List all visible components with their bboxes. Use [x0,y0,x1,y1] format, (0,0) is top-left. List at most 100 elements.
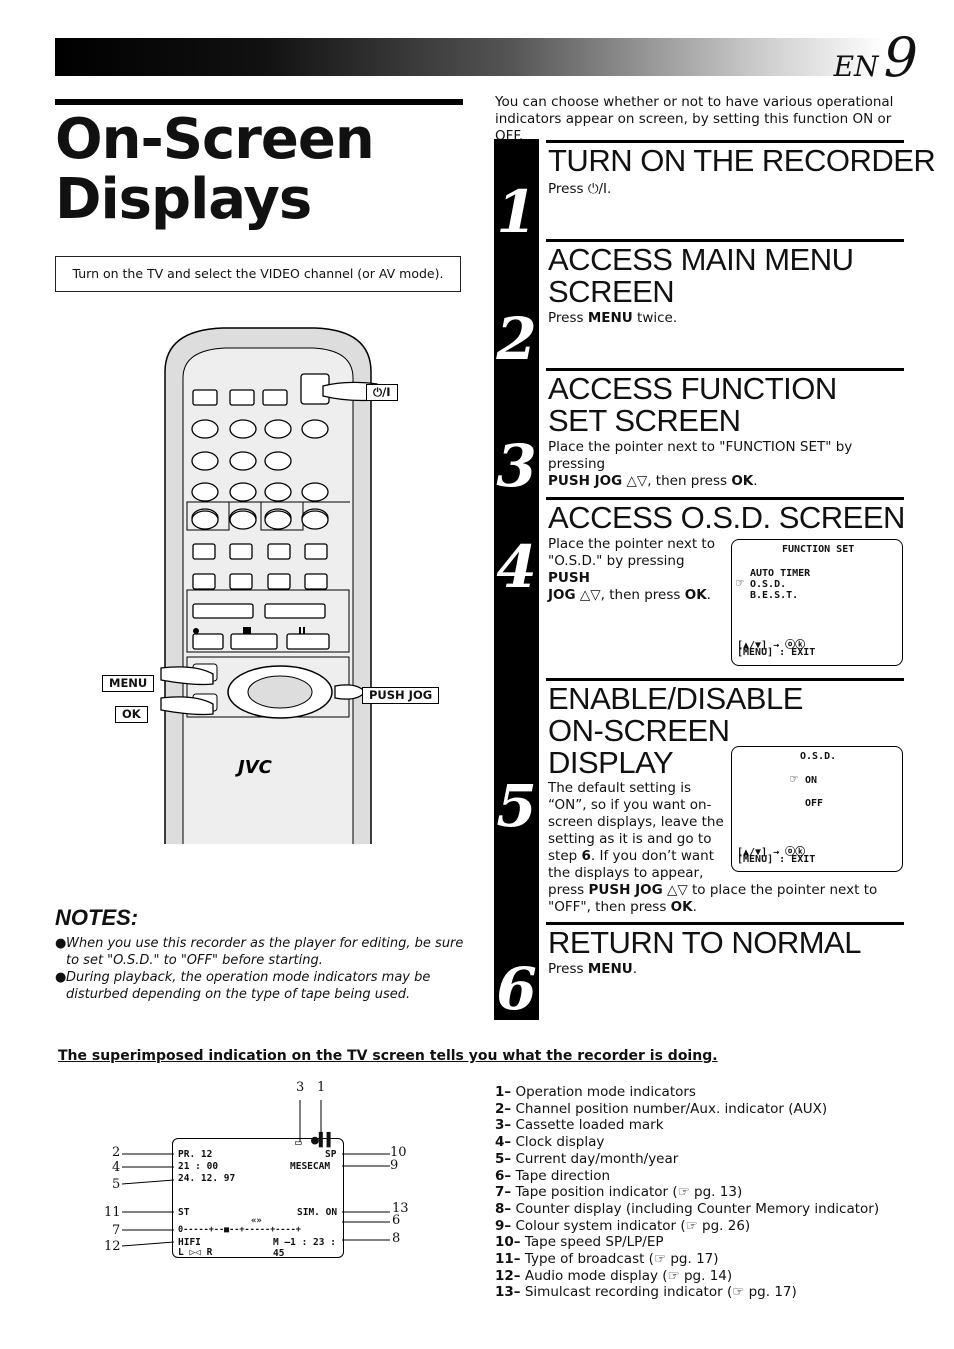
legend-number: 11– [495,1251,521,1268]
remote-pushjog-label: PUSH JOG [362,687,440,704]
tv-date: 24. 12. 97 [178,1173,236,1184]
legend-text: Operation mode indicators [515,1084,696,1100]
osd-osd-nav: [▲/▼] → ⓞⓚ [737,847,806,858]
tv-hifi: HIFI [178,1237,201,1248]
legend-item: 7– Tape position indicator (☞ pg. 13) [495,1184,925,1201]
note-item-1: ●When you use this recorder as the playe… [55,936,464,968]
step-5-heading-line-1: Enable/Disable [548,681,803,716]
step-3-number: 3 [496,432,537,500]
tv-speed: SP [325,1149,337,1160]
callout-12: 12 [104,1239,121,1254]
legend-item: 12– Audio mode display (☞ pg. 14) [495,1268,925,1285]
tv-tape-position: 0-----+--■--+-----+----+ [178,1225,301,1235]
step-4-heading: Access O.S.D. screen [548,500,905,535]
page-title: On-Screen Displays [55,107,375,232]
legend-text: Current day/month/year [515,1150,679,1167]
legend-text: Simulcast recording indicator (☞ pg. 17) [524,1284,797,1301]
step-4-text: Place the pointer next to"O.S.D." by pre… [548,536,715,603]
callout-6: 6 [392,1213,401,1228]
intro-box: Turn on the TV and select the VIDEO chan… [55,256,461,292]
step-number-bar [494,139,539,1020]
superimposed-heading: The superimposed indication on the TV sc… [58,1048,718,1064]
legend-text: Tape direction [515,1167,611,1184]
legend-item: 11– Type of broadcast (☞ pg. 17) [495,1251,925,1268]
title-line-1: On-Screen [55,107,375,172]
legend-item: 8– Counter display (including Counter Me… [495,1201,925,1218]
language-code: EN [833,50,879,83]
legend-text: Tape speed SP/LP/EP [524,1234,664,1251]
osd-function-set-screen: FUNCTION SET AUTO TIMER ☞ O.S.D. B.E.S.T… [731,539,903,666]
remote-brand: JVC [235,757,273,778]
osd-osd-exit: [MENU] : EXIT [737,854,816,865]
callout-13: 13 [392,1201,409,1216]
step-2-number: 2 [496,305,537,373]
osd-osd-title: O.S.D. [800,751,837,762]
legend-text: Tape position indicator (☞ pg. 13) [515,1184,743,1201]
title-line-2: Displays [55,167,312,232]
legend-text: Audio mode display (☞ pg. 14) [524,1267,733,1284]
osd-fs-item-3: B.E.S.T. [750,590,799,601]
step-6-number: 6 [496,955,537,1023]
osd-osd-off: OFF [805,798,824,809]
legend-number: 5– [495,1150,512,1167]
step-2-text: Press MENU twice. [548,310,678,326]
tv-simulcast: SIM. ON [297,1207,338,1218]
osd-fs-exit: [MENU] : EXIT [737,647,816,658]
tape-direction-icon: «» [251,1216,262,1226]
step-5-heading-line-3: Display [548,745,674,780]
callout-7: 7 [112,1223,121,1238]
callout-5: 5 [112,1177,121,1192]
legend-text: Type of broadcast (☞ pg. 17) [524,1251,719,1268]
remote-menu-label: MENU [102,675,155,692]
legend-number: 6– [495,1167,512,1184]
legend-item: 2– Channel position number/Aux. indicato… [495,1101,925,1118]
note-item-2: ●During playback, the operation mode ind… [55,969,465,1003]
legend-number: 13– [495,1284,521,1301]
header-gradient-bar [55,38,885,76]
tv-audio-lr: L ▷◁ R [178,1247,213,1258]
legend-item: 4– Clock display [495,1134,925,1151]
step-3-heading: Access Function Set screen [548,371,837,438]
cassette-icon: ▭ [295,1136,302,1149]
step-2-heading: Access Main Menu screen [548,242,854,309]
tv-screen-diagram: PR. 12 21 : 00 24. 12. 97 ▭ ●▌▌ SP MESEC… [172,1133,344,1259]
page-number: EN 9 [834,26,918,89]
legend-text: Colour system indicator (☞ pg. 26) [515,1217,751,1234]
step-5-heading-line-2: On-Screen [548,713,730,748]
osd-osd-on: ON [805,775,818,786]
legend-item: 3– Cassette loaded mark [495,1117,925,1134]
step-1-heading: Turn on the recorder [548,143,936,178]
callout-2: 2 [112,1145,121,1160]
legend-number: 8– [495,1200,512,1217]
legend-text: Clock display [515,1134,605,1151]
callout-4: 4 [112,1160,121,1175]
legend-number: 12– [495,1267,521,1284]
legend-number: 4– [495,1134,512,1151]
osd-osd-screen: O.S.D. ☞ ON OFF [▲/▼] → ⓞⓚ [MENU] : EXIT [731,746,903,872]
step-3-text: Place the pointer next to "FUNCTION SET"… [548,439,853,489]
tv-broadcast-type: ST [178,1207,190,1218]
remote-power-label: ⏻/I [366,384,398,401]
tv-counter: M –1 : 23 : 45 [273,1237,336,1259]
intro-text: You can choose whether or not to have va… [495,94,894,144]
legend-item: 6– Tape direction [495,1168,925,1185]
note-text-2: During playback, the operation mode indi… [66,970,431,1002]
step-4-number: 4 [496,533,537,601]
remote-ok-label: OK [115,706,148,723]
step-1-rule [546,140,904,143]
legend-item: 5– Current day/month/year [495,1151,925,1168]
tv-colour-system: MESECAM [290,1161,331,1172]
callout-11: 11 [104,1205,121,1220]
callout-9: 9 [390,1158,399,1173]
legend-item: 1– Operation mode indicators [495,1084,925,1101]
note-text-1: When you use this recorder as the player… [66,936,464,968]
step-1-text: Press ⏻/I. [548,181,612,197]
callout-8: 8 [392,1231,401,1246]
tv-clock: 21 : 00 [178,1161,219,1172]
legend-item: 13– Simulcast recording indicator (☞ pg.… [495,1284,925,1301]
legend-number: 3– [495,1117,512,1134]
step-6-heading: Return to normal [548,925,861,960]
legend-number: 9– [495,1217,512,1234]
step-6-text: Press MENU. [548,961,638,977]
